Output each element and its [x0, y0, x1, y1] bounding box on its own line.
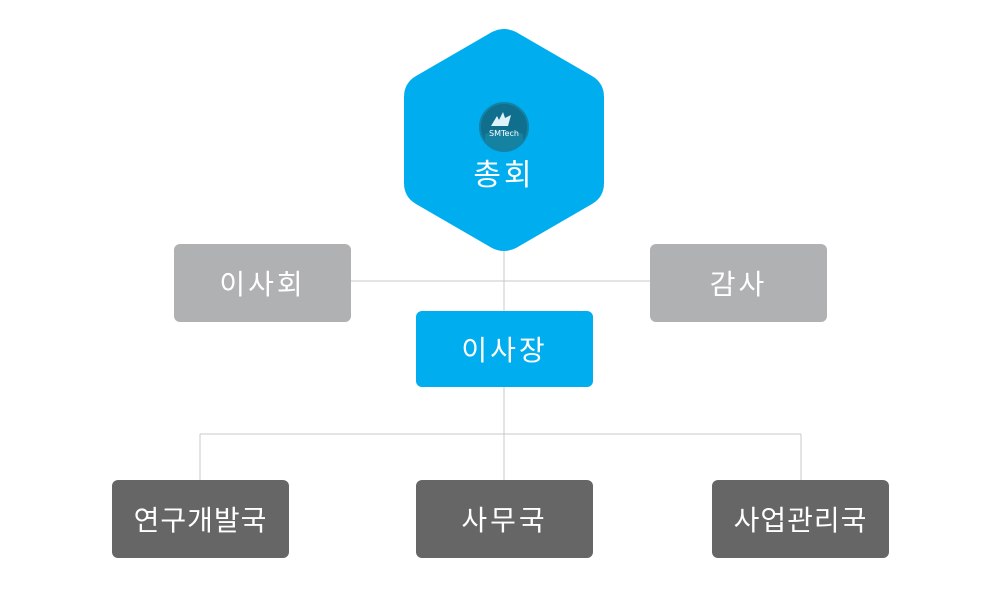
secretariat-box: 사무국	[416, 480, 593, 558]
ship-logo-icon: SMTech	[479, 102, 529, 152]
logo-text: SMTech	[489, 129, 519, 138]
chairman-label: 이사장	[461, 334, 548, 367]
audit-label: 감사	[709, 268, 768, 301]
general-assembly-node: SMTech 총회	[404, 28, 604, 252]
business-management-box: 사업관리국	[712, 480, 889, 558]
rnd-department-label: 연구개발국	[133, 504, 268, 537]
secretariat-label: 사무국	[461, 504, 548, 537]
board-of-directors-label: 이사회	[219, 268, 306, 301]
general-assembly-label: 총회	[473, 158, 535, 193]
business-management-label: 사업관리국	[733, 504, 868, 537]
chairman-box: 이사장	[416, 311, 593, 387]
board-of-directors-box: 이사회	[174, 244, 351, 322]
audit-box: 감사	[650, 244, 827, 322]
rnd-department-box: 연구개발국	[112, 480, 289, 558]
